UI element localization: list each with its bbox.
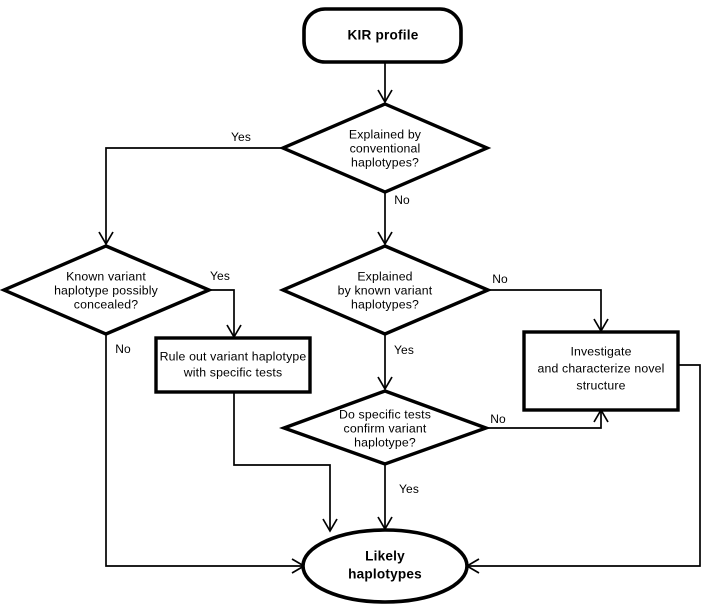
decision-concealed-line1: Known variant [66, 269, 146, 283]
edge-rule-out-to-end [233, 393, 331, 530]
decision-confirm-line2: confirm variant [344, 421, 427, 435]
node-end[interactable]: Likely haplotypes [301, 528, 469, 604]
edge-label-known-variant-no: No [492, 272, 508, 286]
decision-confirm-line1: Do specific tests [339, 407, 431, 421]
decision-concealed-line3: concealed? [74, 297, 138, 311]
edge-confirm-no-to-investigate [487, 412, 602, 429]
process-investigate-shape [522, 330, 680, 412]
arrowhead-known-variant-top [377, 231, 393, 246]
node-decision-confirm[interactable]: Do specific tests confirm variant haplot… [278, 389, 492, 466]
edge-conventional-yes-to-concealed [105, 147, 282, 243]
connector-layer [98, 62, 701, 574]
node-process-rule-out[interactable]: Rule out variant haplotype with specific… [154, 336, 312, 394]
edge-label-known-variant-yes: Yes [394, 343, 414, 357]
edge-concealed-yes-to-rule-out [210, 289, 235, 336]
node-decision-concealed[interactable]: Known variant haplotype possibly conceal… [0, 244, 214, 336]
node-decision-conventional[interactable]: Explained by conventional haplotypes? [278, 102, 492, 194]
decision-known-variant-shape [278, 244, 493, 336]
edge-label-layer: Yes No Yes No No Yes No Yes [115, 130, 508, 496]
edge-label-conventional-yes: Yes [231, 130, 251, 144]
decision-concealed-line2: haplotype possibly [54, 283, 159, 297]
end-line2: haplotypes [348, 567, 422, 582]
process-investigate-line1: Investigate [570, 344, 631, 358]
edge-label-confirm-yes: Yes [399, 482, 419, 496]
edge-label-concealed-no: No [115, 342, 131, 356]
end-shape [301, 528, 469, 604]
process-rule-out-line2: with specific tests [183, 365, 283, 379]
arrowhead-concealed-top [98, 231, 114, 246]
process-rule-out-line1: Rule out variant haplotype [160, 349, 307, 363]
decision-known-variant-line3: haplotypes? [351, 297, 419, 311]
edge-known-variant-no-to-investigate [489, 289, 602, 330]
node-decision-known-variant[interactable]: Explained by known variant haplotypes? [278, 244, 493, 336]
node-process-investigate[interactable]: Investigate and characterize novel struc… [522, 330, 680, 412]
decision-confirm-shape [278, 389, 492, 466]
decision-conventional-line3: haplotypes? [351, 155, 419, 169]
decision-conventional-line1: Explained by [349, 127, 422, 141]
arrowhead-end-top-left [322, 518, 338, 533]
process-investigate-line2: and characterize novel [537, 361, 664, 375]
process-rule-out-shape [154, 336, 312, 394]
arrowhead-conventional-top [377, 89, 393, 104]
decision-confirm-line3: haplotype? [354, 435, 416, 449]
decision-concealed-shape [0, 244, 214, 336]
process-investigate-line3: structure [576, 378, 625, 392]
decision-conventional-shape [278, 102, 492, 194]
edge-label-concealed-yes: Yes [210, 269, 230, 283]
decision-known-variant-line2: by known variant [338, 283, 433, 297]
edge-concealed-no-to-end [105, 335, 303, 567]
edge-label-confirm-no: No [490, 412, 506, 426]
start-label: KIR profile [348, 28, 419, 43]
edge-label-conventional-no: No [394, 193, 410, 207]
decision-conventional-line2: conventional [350, 141, 421, 155]
arrowhead-confirm-top [377, 376, 393, 391]
node-start[interactable]: KIR profile [302, 7, 463, 64]
start-shape [302, 7, 463, 64]
edge-investigate-to-end [468, 364, 701, 567]
decision-known-variant-line1: Explained [357, 269, 412, 283]
end-line1: Likely [365, 549, 405, 564]
